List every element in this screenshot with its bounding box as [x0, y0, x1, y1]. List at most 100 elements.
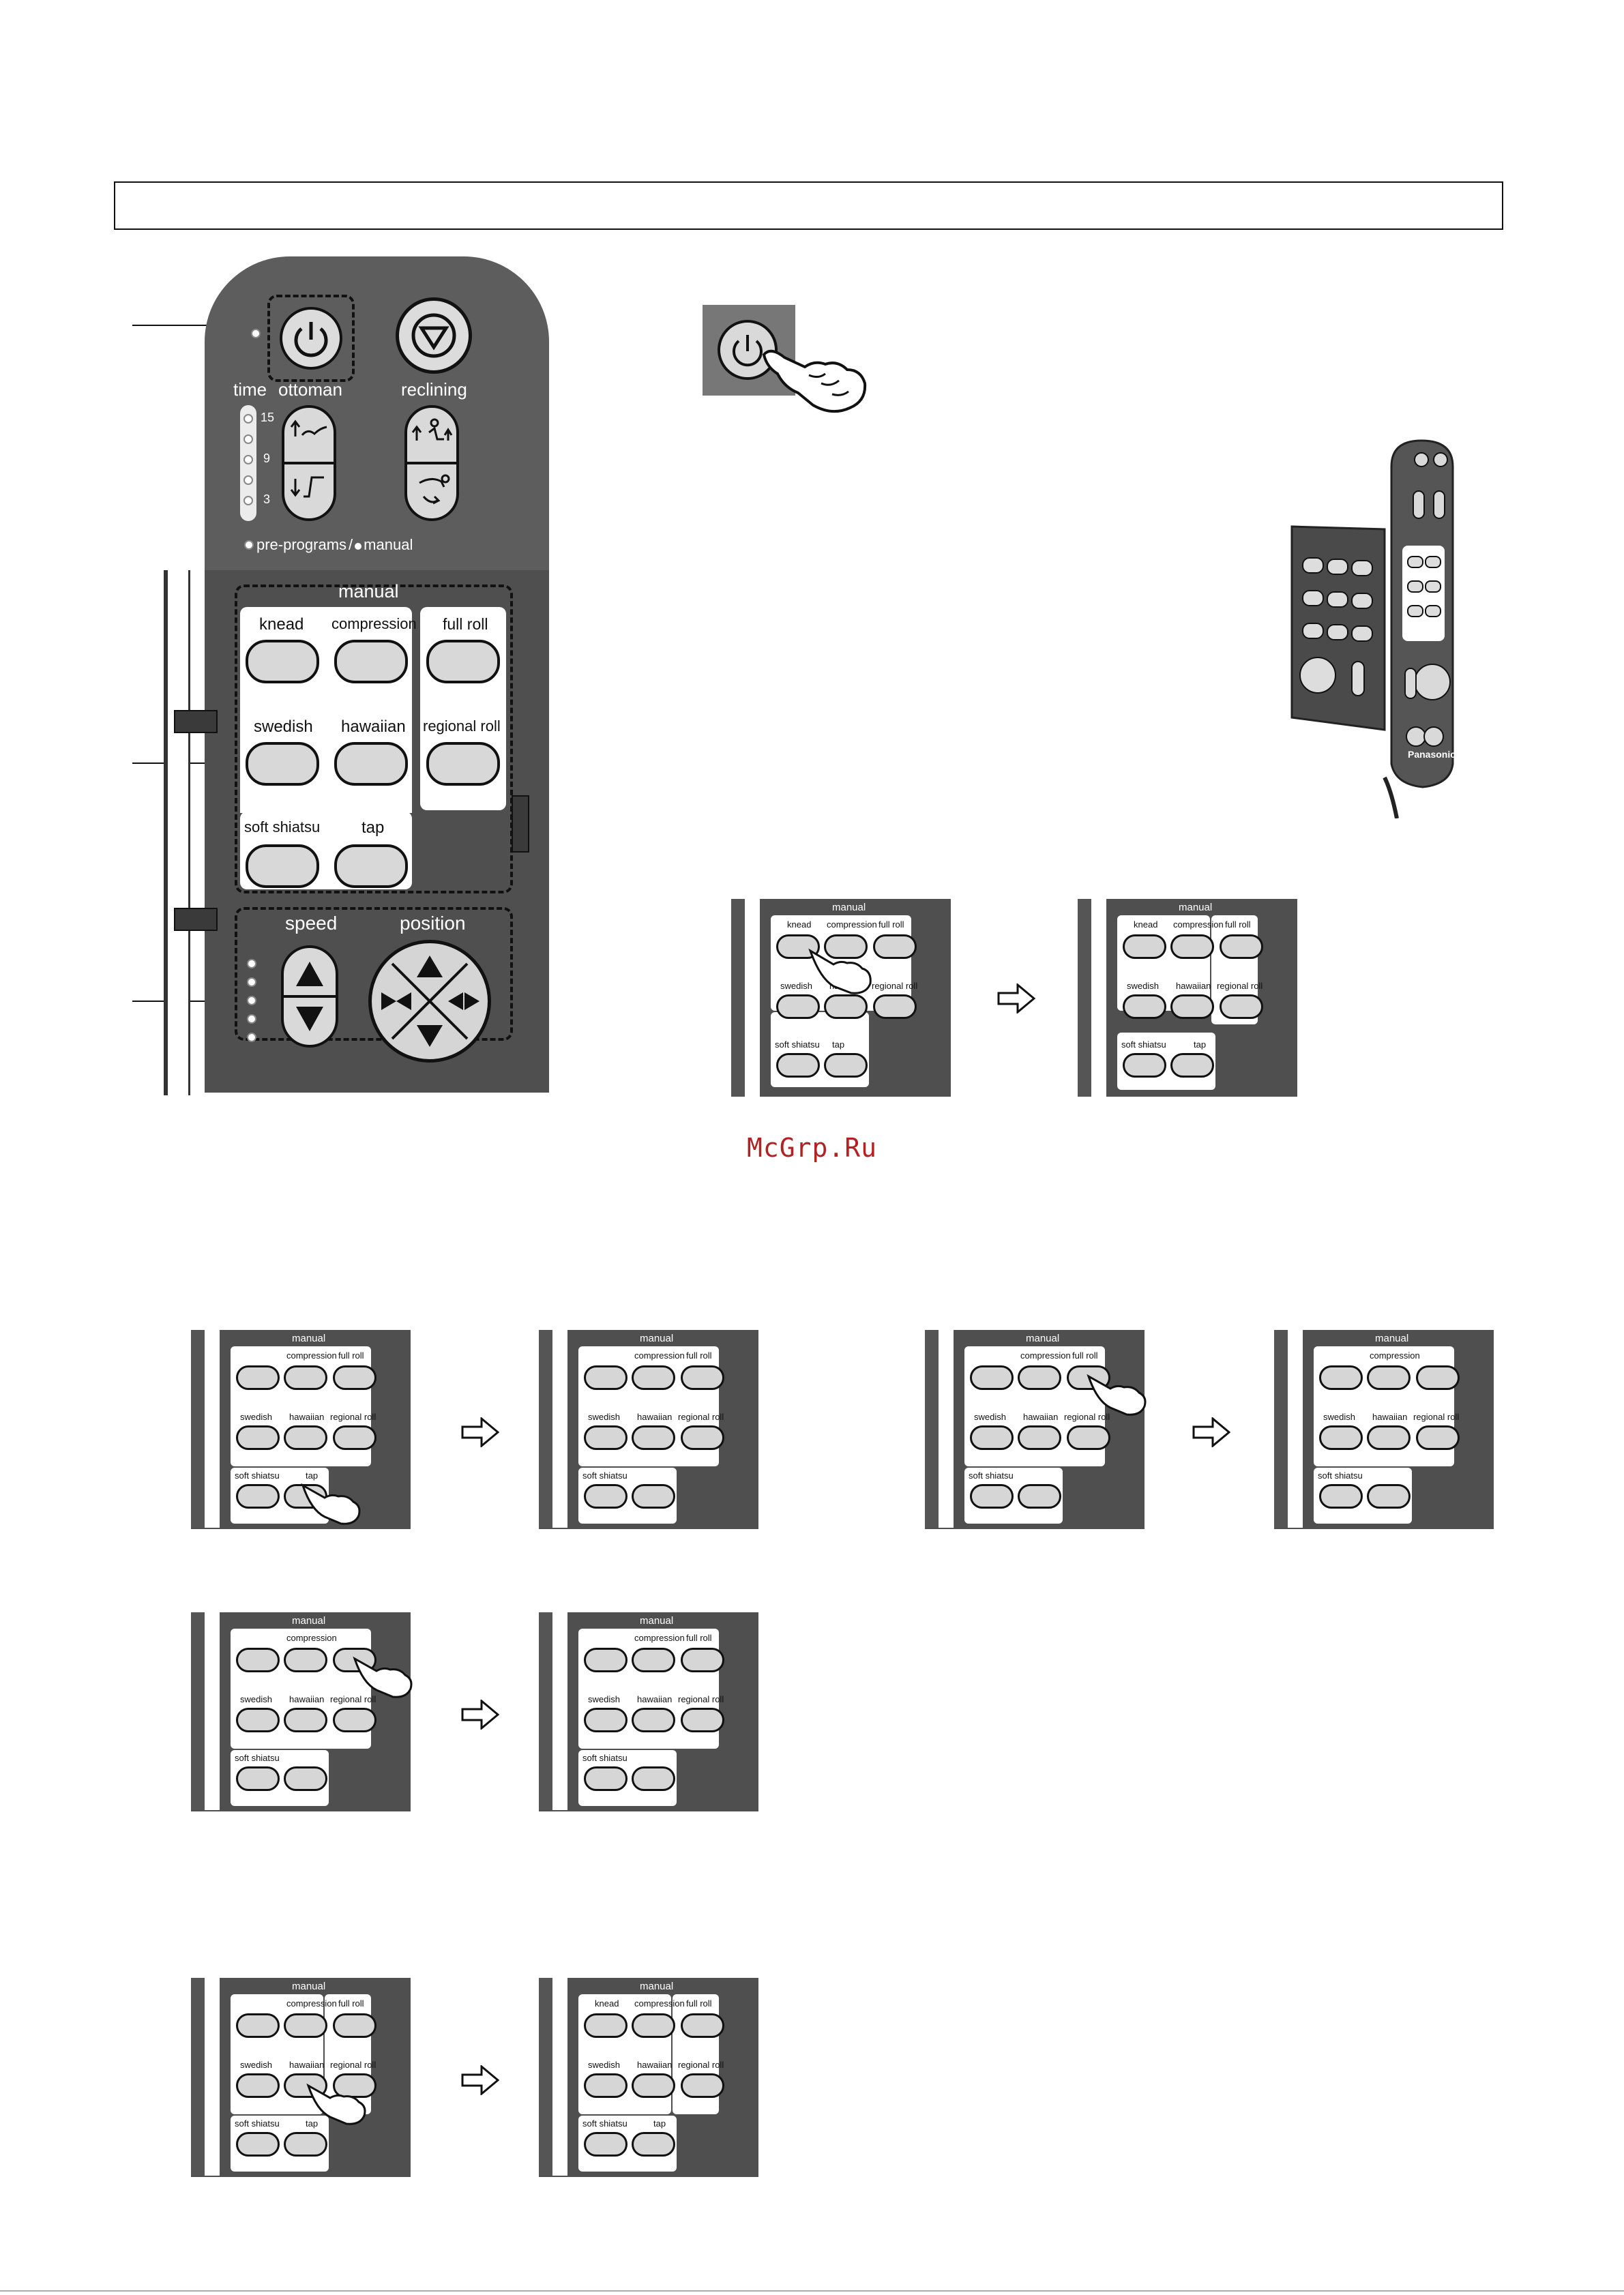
- time-led-9: [243, 455, 253, 464]
- speed-button[interactable]: [281, 945, 338, 1048]
- regional-roll-button[interactable]: [426, 742, 500, 786]
- mini-regional-roll-button[interactable]: [873, 994, 917, 1019]
- power-button[interactable]: [280, 307, 342, 370]
- mini-full-roll-button[interactable]: [873, 934, 917, 959]
- recline-up-icon: [411, 418, 453, 441]
- speed-led-5: [247, 1033, 256, 1042]
- hollow-arrow-icon: [461, 1417, 499, 1447]
- remote-overview-illustration: Panasonic: [1282, 436, 1507, 818]
- tap-button[interactable]: [334, 844, 408, 888]
- mini-panel-step1-before: manual knead compression full roll swedi…: [731, 899, 951, 1097]
- pointing-hand-icon: [1087, 1374, 1147, 1416]
- remote-side-cover: [164, 570, 190, 1095]
- mini-soft-shiatsu-button[interactable]: [776, 1053, 820, 1078]
- speed-led-1: [247, 959, 256, 968]
- hollow-arrow-icon: [461, 1700, 499, 1730]
- ottoman-label: ottoman: [278, 379, 342, 400]
- compression-label: compression: [331, 615, 417, 632]
- tap-label: tap: [361, 818, 385, 837]
- swedish-label: swedish: [254, 717, 313, 736]
- pointing-hand-icon: [306, 2083, 366, 2125]
- time-led-15: [243, 414, 253, 424]
- mini-panel-fullroll-after: manual compression swedish hawaiian regi…: [1274, 1330, 1494, 1529]
- position-label: position: [400, 913, 466, 934]
- speed-up-icon: [296, 962, 323, 986]
- mini-hawaiian-button[interactable]: [824, 994, 868, 1019]
- page-bottom-rule: [0, 2290, 1624, 2292]
- soft-shiatsu-button[interactable]: [246, 844, 319, 888]
- leader-line-power: [132, 325, 266, 326]
- power-indicator-led: [251, 329, 261, 338]
- remote-top-section: [205, 256, 549, 570]
- mode-indicator-label: pre-programs/manual: [256, 536, 413, 554]
- pointing-hand-icon: [762, 349, 867, 413]
- recline-down-icon: [419, 474, 450, 505]
- reclining-label: reclining: [401, 379, 467, 400]
- mini-panel-fullroll-before: manual compression full roll swedish haw…: [925, 1330, 1147, 1529]
- remote-control-illustration: time ottoman reclining 15 9 3: [164, 256, 549, 1095]
- hollow-arrow-icon: [997, 983, 1035, 1013]
- mini-panel-tap-before: manual compression full roll swedish haw…: [191, 1330, 411, 1529]
- remote-brand-label: Panasonic: [1408, 749, 1456, 760]
- hawaiian-button[interactable]: [334, 742, 408, 786]
- speed-led-2: [247, 977, 256, 987]
- position-button[interactable]: [368, 940, 491, 1063]
- cover-hinge-bottom: [174, 908, 218, 931]
- mini-panel-row3-before: manual compression swedish hawaiian regi…: [191, 1612, 413, 1811]
- mini-panel-step1-after: manual knead compression full roll swedi…: [1078, 899, 1297, 1097]
- stop-icon: [411, 313, 456, 358]
- mini-panel-row3-after: manual compression full roll swedish haw…: [539, 1612, 758, 1811]
- mini-tap-button[interactable]: [824, 1053, 868, 1078]
- regional-roll-label: regional roll: [423, 717, 501, 735]
- mini-panel-tap-after: manual compression full roll swedish haw…: [539, 1330, 758, 1529]
- hawaiian-label: hawaiian: [341, 717, 406, 736]
- mini-header: manual: [832, 902, 866, 913]
- power-press-illustration: [703, 305, 795, 396]
- mode-separator: /: [349, 536, 353, 553]
- time-tick-15: 15: [261, 411, 275, 424]
- time-tick-9: 9: [263, 451, 271, 465]
- hollow-arrow-icon: [1192, 1417, 1230, 1447]
- power-icon: [294, 322, 328, 357]
- position-wide-icon: [448, 992, 479, 1010]
- hollow-arrow-icon: [461, 2065, 499, 2095]
- position-up-icon: [417, 956, 443, 977]
- pointing-hand-icon: [353, 1656, 413, 1698]
- speed-position-highlight-frame: [235, 907, 513, 1041]
- side-latch: [512, 795, 529, 853]
- watermark: McGrp.Ru: [747, 1133, 878, 1163]
- reclining-button[interactable]: [404, 405, 459, 521]
- full-roll-label: full roll: [443, 615, 488, 633]
- time-led-12: [243, 434, 253, 444]
- pre-programs-label: pre-programs: [256, 536, 347, 553]
- ottoman-button[interactable]: [282, 405, 336, 521]
- mini-swedish-button[interactable]: [776, 994, 820, 1019]
- knead-button[interactable]: [246, 640, 319, 683]
- time-led-3: [243, 496, 253, 505]
- cover-hinge-top: [174, 710, 218, 733]
- speed-led-3: [247, 996, 256, 1005]
- time-label: time: [233, 379, 267, 400]
- stop-button[interactable]: [396, 297, 472, 374]
- pointing-hand-icon: [808, 948, 872, 994]
- section-title-box: [114, 181, 1503, 230]
- power-button-closeup: [718, 320, 778, 380]
- mini-panel-hawaiian-after: manual knead compression full roll swedi…: [539, 1978, 758, 2177]
- soft-shiatsu-label: soft shiatsu: [244, 818, 321, 835]
- compression-button[interactable]: [334, 640, 408, 683]
- swedish-button[interactable]: [246, 742, 319, 786]
- mini-panel-hawaiian-before: manual compression full roll swedish haw…: [191, 1978, 411, 2177]
- position-narrow-icon: [381, 992, 411, 1010]
- knead-label: knead: [259, 615, 304, 634]
- ottoman-up-icon: [290, 419, 327, 436]
- mini-knead-button[interactable]: [776, 934, 820, 959]
- time-tick-3: 3: [263, 492, 271, 506]
- full-roll-button[interactable]: [426, 640, 500, 683]
- time-led-6: [243, 475, 253, 485]
- power-highlight-frame: [267, 295, 355, 382]
- power-icon: [733, 335, 763, 367]
- pre-programs-led: [244, 540, 254, 550]
- manual-header-label: manual: [338, 581, 399, 602]
- speed-led-4: [247, 1014, 256, 1024]
- mini-compression-button[interactable]: [824, 934, 868, 959]
